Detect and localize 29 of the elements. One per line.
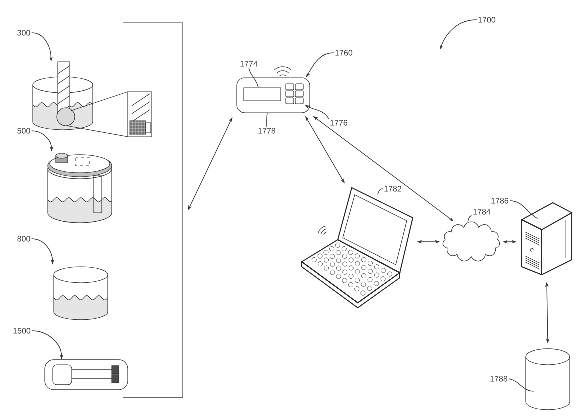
callout-number: 1788 xyxy=(490,376,508,382)
callout-number: 1774 xyxy=(240,61,258,67)
leader-line xyxy=(508,378,534,392)
leader-line xyxy=(378,188,384,196)
callout-number: 1782 xyxy=(384,186,402,192)
leader-line xyxy=(510,200,538,220)
callout-number: 1500 xyxy=(14,328,31,334)
cloud xyxy=(442,222,500,262)
callout-number: 1778 xyxy=(258,128,276,134)
bracket xyxy=(122,22,184,398)
sensor-drawing xyxy=(44,360,128,390)
leader-line xyxy=(248,68,259,88)
callout-number: 1786 xyxy=(492,198,509,204)
callout-number: 300 xyxy=(18,30,30,36)
callout-number: 500 xyxy=(18,128,30,134)
callout-number: 800 xyxy=(18,236,30,242)
database-cylinder xyxy=(526,348,570,410)
container-drawing xyxy=(48,153,112,224)
handheld-device xyxy=(236,66,310,114)
callout-number: 1784 xyxy=(474,209,491,215)
callout-number: 1776 xyxy=(330,120,348,126)
callout-number: 1760 xyxy=(336,50,353,56)
keypad xyxy=(286,84,304,104)
callout-number: 1700 xyxy=(478,17,496,23)
leader-line xyxy=(468,216,472,223)
container-drawing xyxy=(54,266,108,320)
display-screen xyxy=(244,88,282,102)
container-drawing xyxy=(32,62,152,138)
leader-line xyxy=(266,112,268,128)
